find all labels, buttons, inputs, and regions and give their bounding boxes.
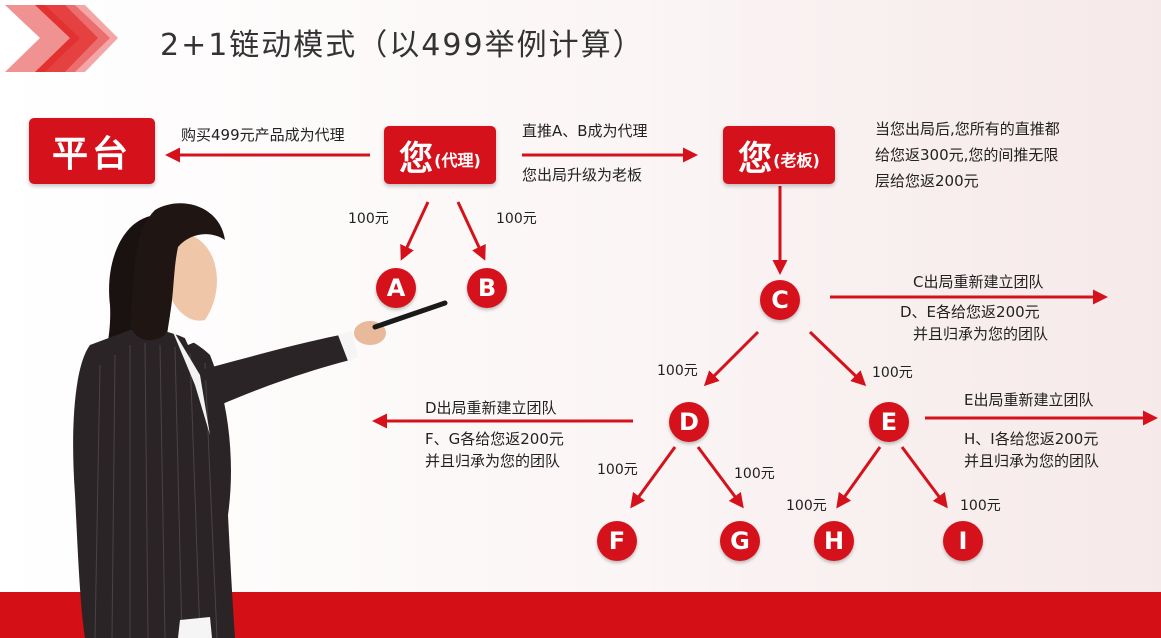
- c-line-1: C出局重新建立团队: [913, 273, 1044, 291]
- amount-label: 100元: [960, 498, 1001, 514]
- you-agent-box: 您 (代理): [384, 126, 496, 184]
- amount-label: 100元: [872, 365, 913, 381]
- node-d: D: [669, 402, 709, 442]
- node-e: E: [869, 402, 909, 442]
- you-boss-sub: (老板): [773, 151, 820, 170]
- amount-label: 100元: [657, 363, 698, 379]
- upgrade-text: 您出局升级为老板: [522, 166, 643, 184]
- e-line-2: H、I各给您返200元: [964, 430, 1099, 448]
- c-line-3: 并且归承为您的团队: [913, 325, 1049, 343]
- amount-label: 100元: [496, 211, 537, 227]
- presenter-illustration: [73, 203, 448, 638]
- d-line-1: D出局重新建立团队: [425, 399, 557, 417]
- boss-line-1: 当您出局后,您所有的直推都: [875, 120, 1060, 138]
- boss-line-2: 给您返300元,您的间推无限: [875, 146, 1059, 164]
- amount-label: 100元: [786, 498, 827, 514]
- node-i: I: [943, 521, 983, 561]
- you-agent-main: 您: [399, 138, 434, 179]
- d-line-3: 并且归承为您的团队: [425, 452, 561, 470]
- chevron-right-icon: [5, 5, 118, 72]
- e-line-1: E出局重新建立团队: [964, 391, 1094, 409]
- push-ab-text: 直推A、B成为代理: [522, 122, 648, 140]
- node-g: G: [720, 521, 760, 561]
- e-line-3: 并且归承为您的团队: [964, 452, 1100, 470]
- d-line-2: F、G各给您返200元: [425, 430, 564, 448]
- platform-box: 平台: [29, 118, 155, 184]
- amount-label: 100元: [597, 462, 638, 478]
- buy-to-agent-text: 购买499元产品成为代理: [181, 126, 345, 144]
- node-h: H: [814, 521, 854, 561]
- node-c: C: [760, 280, 800, 320]
- you-boss-box: 您 (老板): [723, 126, 835, 184]
- c-line-2: D、E各给您返200元: [900, 303, 1040, 321]
- page-title: 2+1链动模式（以499举例计算）: [160, 28, 645, 63]
- you-boss-main: 您: [738, 138, 773, 179]
- node-a: A: [376, 268, 416, 308]
- node-b: B: [467, 268, 507, 308]
- you-agent-sub: (代理): [434, 151, 481, 170]
- node-f: F: [597, 521, 637, 561]
- boss-line-3: 层给您返200元: [875, 172, 979, 190]
- amount-label: 100元: [348, 211, 389, 227]
- amount-label: 100元: [734, 466, 775, 482]
